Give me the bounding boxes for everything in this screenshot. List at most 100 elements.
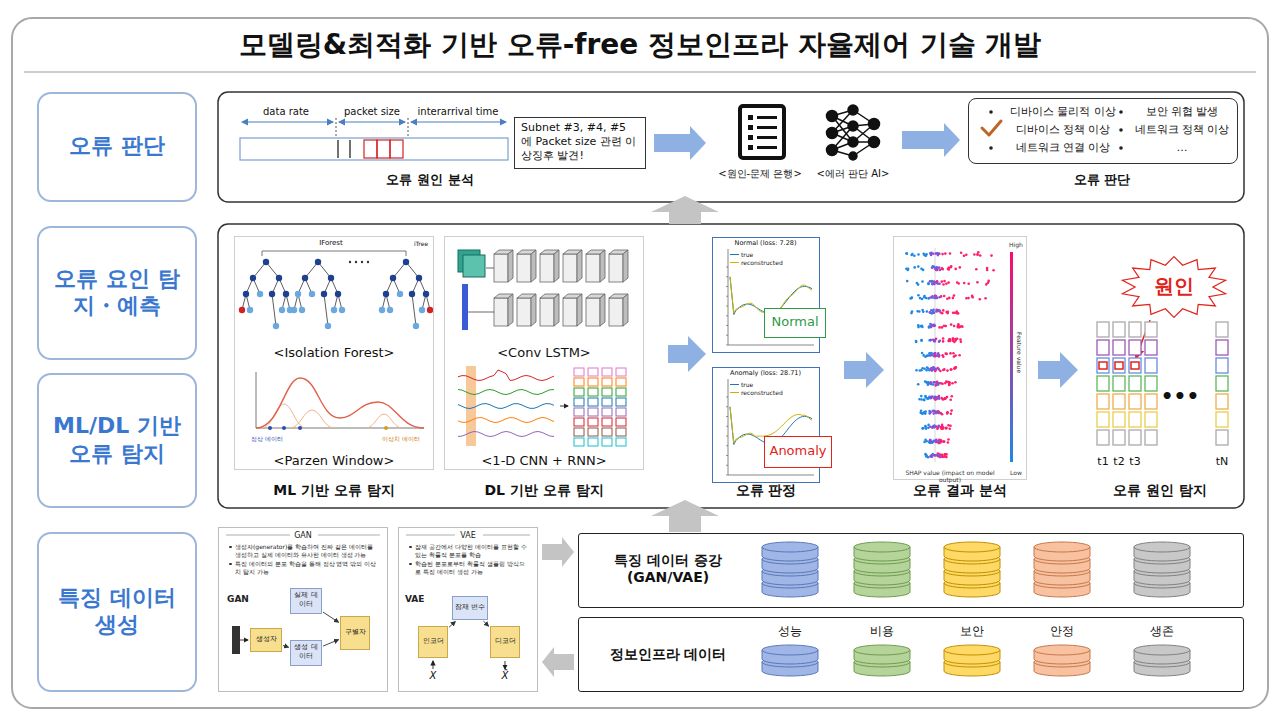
shap-dot [934, 454, 937, 457]
gan-block: 구별자 [340, 616, 370, 650]
shap-dot [942, 283, 945, 286]
art-shape [844, 352, 884, 388]
shap-dot [943, 455, 946, 458]
shap-dot [942, 309, 945, 312]
shap-dot [942, 369, 945, 372]
plot-tick [726, 267, 728, 268]
time-cell [1113, 430, 1125, 445]
shap-dot [932, 412, 935, 415]
shap-dot [929, 311, 932, 314]
data-cylinder-top [944, 542, 1000, 552]
shap-dot [943, 368, 946, 371]
rnn-cell [602, 378, 612, 386]
shap-dot [926, 366, 929, 369]
lstm-link [468, 312, 494, 313]
shap-dot [945, 427, 948, 430]
shap-dot [934, 440, 937, 443]
shap-dot [932, 425, 935, 428]
shap-dot [935, 296, 938, 299]
tree-node [279, 307, 285, 313]
lstm-block [494, 254, 508, 282]
rnn-cell [574, 398, 584, 406]
shap-dot [917, 383, 920, 386]
connector [483, 621, 488, 626]
shap-dot [920, 339, 923, 342]
plot-tick [726, 325, 728, 326]
shap-dot [927, 283, 930, 286]
legend-entry: reconstructed [729, 259, 784, 266]
cause-mark [1099, 362, 1107, 369]
time-cell [1113, 412, 1125, 427]
shap-dot [963, 254, 966, 257]
art-shape [364, 140, 377, 158]
ellipsis-dot [349, 261, 351, 263]
node-text: <Parzen Window> [235, 453, 433, 469]
plot-axis [728, 475, 814, 476]
tree-node [299, 307, 305, 313]
art-shape [282, 426, 286, 430]
caption-label: data rate [246, 106, 326, 118]
lstm-block-side [577, 250, 582, 282]
node-text: <Isolation Forest> [235, 345, 433, 361]
shap-dot [942, 440, 945, 443]
rnn-cell [574, 418, 584, 426]
plot-tick [726, 335, 728, 336]
rnn-cell [574, 408, 584, 416]
packet-bar [240, 118, 508, 160]
lstm-block [563, 254, 577, 282]
rnn-cell [588, 418, 598, 426]
tree-node [309, 291, 315, 297]
shap-dot [938, 354, 941, 357]
shap-dot [944, 252, 947, 255]
node-text: 잠재 변수 [455, 603, 485, 612]
time-cell [1097, 376, 1109, 391]
shap-dot [952, 352, 955, 355]
node-text: iTree [409, 240, 433, 247]
tree-node [427, 307, 433, 313]
art-shape [651, 500, 719, 532]
legend-line-sample [730, 262, 739, 263]
plot-tick [726, 397, 728, 398]
shap-dot [944, 427, 947, 430]
shap-dot [922, 427, 925, 430]
shap-dot [949, 399, 952, 402]
shap-dot [942, 356, 945, 359]
tree-edge [272, 294, 276, 326]
art-shape [748, 135, 753, 140]
caption-label: t3 [1127, 455, 1143, 468]
card-header-rule [226, 535, 530, 536]
shap-dot [938, 424, 941, 427]
rnn-cell [588, 368, 598, 376]
shap-dot [921, 309, 924, 312]
art-shape [242, 121, 333, 122]
shap-dot [984, 297, 987, 300]
shap-dot [945, 282, 948, 285]
shap-dot [941, 267, 944, 270]
shap-dot [941, 253, 944, 256]
side-label: 특징 데이터 생성 [37, 532, 197, 692]
shap-dot [937, 440, 940, 443]
shap-dot [958, 326, 961, 329]
node-text: High [1004, 241, 1028, 248]
shap-dot [923, 441, 926, 444]
plot-tick [726, 296, 728, 297]
time-cell [1129, 430, 1141, 445]
shap-dot [938, 340, 941, 343]
time-cell [1097, 430, 1109, 445]
iforest-bracket [262, 251, 406, 256]
shap-dot [930, 455, 933, 458]
shap-dot [949, 266, 952, 269]
rnn-cell [616, 428, 626, 436]
art-shape [256, 428, 424, 429]
shap-dot [987, 280, 990, 283]
caption-label: 보안 [947, 624, 997, 638]
shap-dot [949, 340, 952, 343]
ai-icon [827, 105, 880, 160]
signal-line [458, 370, 554, 381]
shap-dot [936, 297, 939, 300]
shap-dot [915, 369, 918, 372]
tree-node [250, 275, 256, 281]
shap-dot [958, 354, 961, 357]
normal-tag: Normal [764, 308, 826, 338]
lstm-block [586, 254, 600, 282]
